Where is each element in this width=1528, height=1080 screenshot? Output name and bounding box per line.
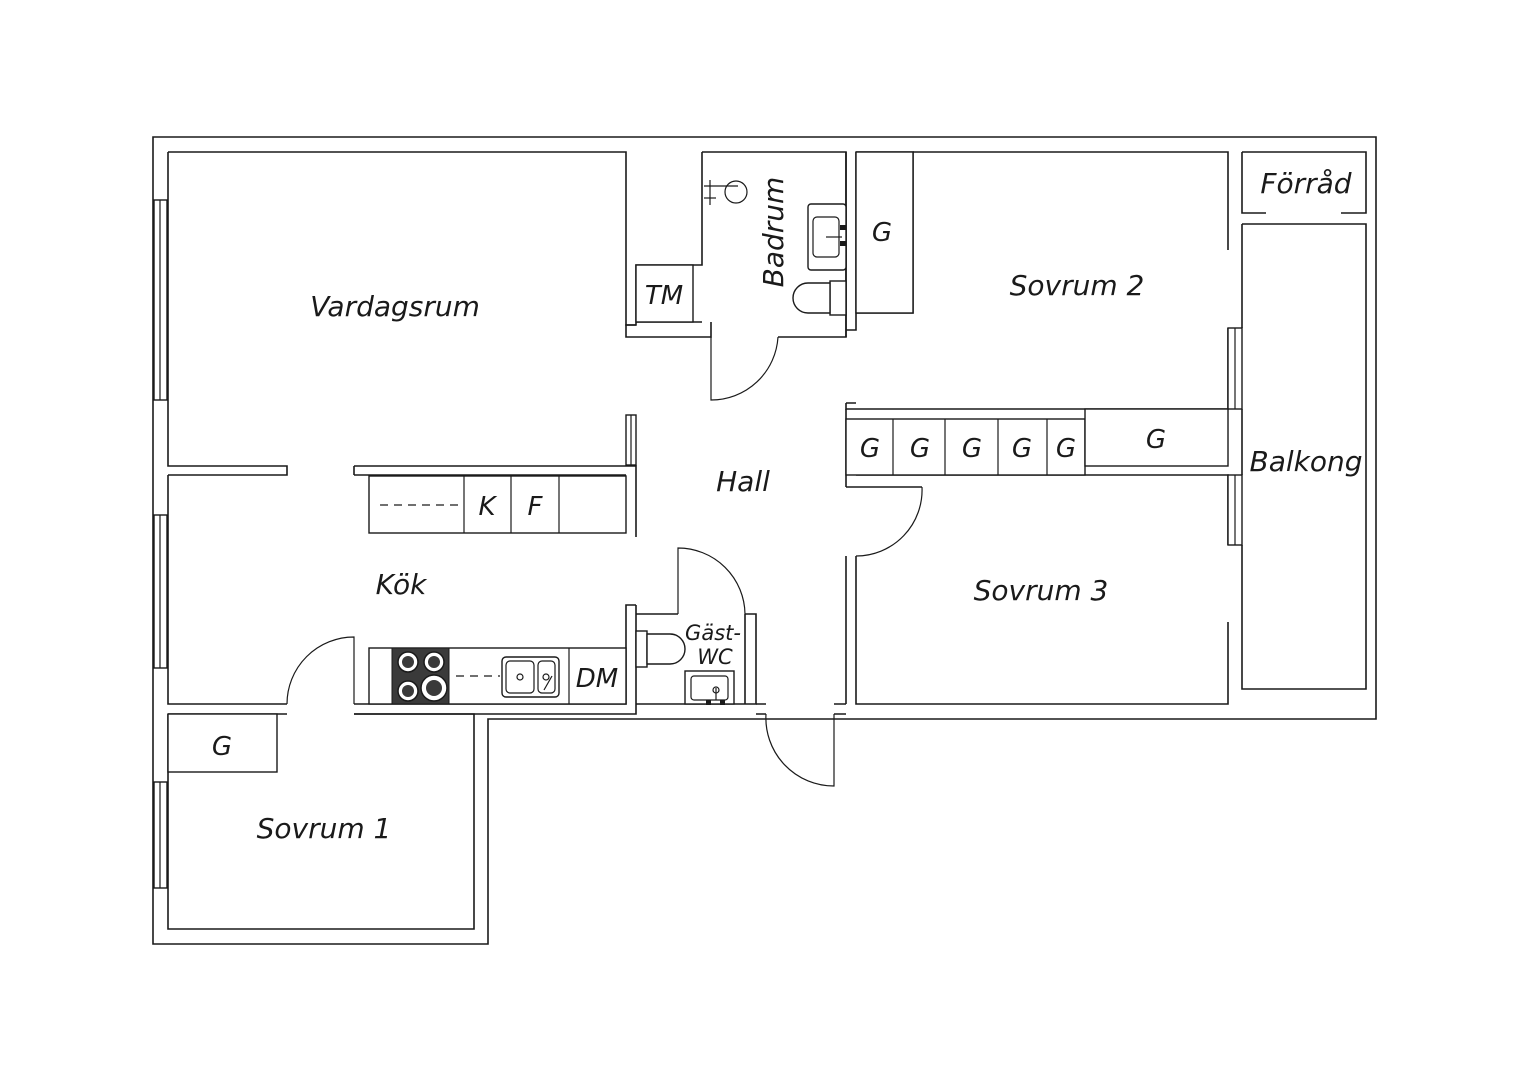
badrum-fixtures — [704, 180, 847, 316]
outer-walls — [152, 136, 1377, 945]
door-badrum — [710, 336, 779, 401]
label-hall-storage-1: G — [860, 434, 880, 464]
label-hall-storage-5: G — [1056, 434, 1076, 464]
room-labels: Vardagsrum Badrum Sovrum 2 Förråd Balkon… — [257, 167, 1363, 845]
forrad-walls — [1241, 151, 1367, 214]
door-entrance — [765, 713, 835, 787]
label-hall: Hall — [716, 465, 770, 498]
gast-wc-toilet — [635, 630, 686, 668]
toilet — [792, 280, 847, 316]
label-hall-storage-3: G — [962, 434, 982, 464]
label-balkong: Balkong — [1249, 445, 1362, 478]
label-freezer: F — [528, 492, 544, 522]
gast-wc-fixtures — [635, 630, 735, 705]
badrum-sink — [807, 203, 847, 271]
tm-cabinet — [635, 264, 694, 323]
label-sovrum2-storage: G — [1146, 425, 1166, 455]
label-hall-storage-2: G — [910, 434, 930, 464]
label-fridge: K — [478, 492, 497, 522]
wardrobe-sovrum3 — [1084, 408, 1229, 467]
label-sovrum1-storage: G — [212, 732, 232, 762]
balkong-walls — [1241, 223, 1367, 690]
shower-icon — [704, 180, 748, 205]
label-sovrum-1: Sovrum 1 — [257, 812, 392, 845]
label-badrum-storage: G — [872, 218, 892, 248]
kitchen-sink — [501, 656, 560, 698]
wardrobe-badrum-hall — [855, 151, 914, 314]
door-gast-wc — [677, 547, 746, 615]
doors — [286, 336, 923, 787]
label-kok: Kök — [376, 568, 428, 601]
label-tm: TM — [645, 281, 683, 311]
wardrobes — [167, 151, 1229, 773]
gast-wc-sink — [684, 670, 735, 705]
label-forrad: Förråd — [1260, 167, 1351, 200]
wardrobe-sovrum1 — [167, 713, 278, 773]
label-vardagsrum: Vardagsrum — [310, 290, 480, 323]
label-badrum: Badrum — [757, 177, 790, 288]
label-sovrum-3: Sovrum 3 — [974, 574, 1109, 607]
door-sovrum1 — [286, 636, 355, 705]
label-sovrum-2: Sovrum 2 — [1010, 269, 1145, 302]
label-gast-wc-line1: Gäst- — [685, 621, 741, 645]
kitchen-lower-counter — [368, 647, 627, 705]
label-dishwasher: DM — [576, 664, 618, 694]
windows — [153, 199, 1243, 889]
door-sovrum3 — [855, 486, 923, 557]
fixture-labels: TM G G G G G G G K F DM G — [212, 218, 1166, 762]
label-gast-wc-line2: WC — [697, 645, 733, 669]
kitchen-upper-counter — [368, 475, 627, 534]
label-hall-storage-4: G — [1012, 434, 1032, 464]
